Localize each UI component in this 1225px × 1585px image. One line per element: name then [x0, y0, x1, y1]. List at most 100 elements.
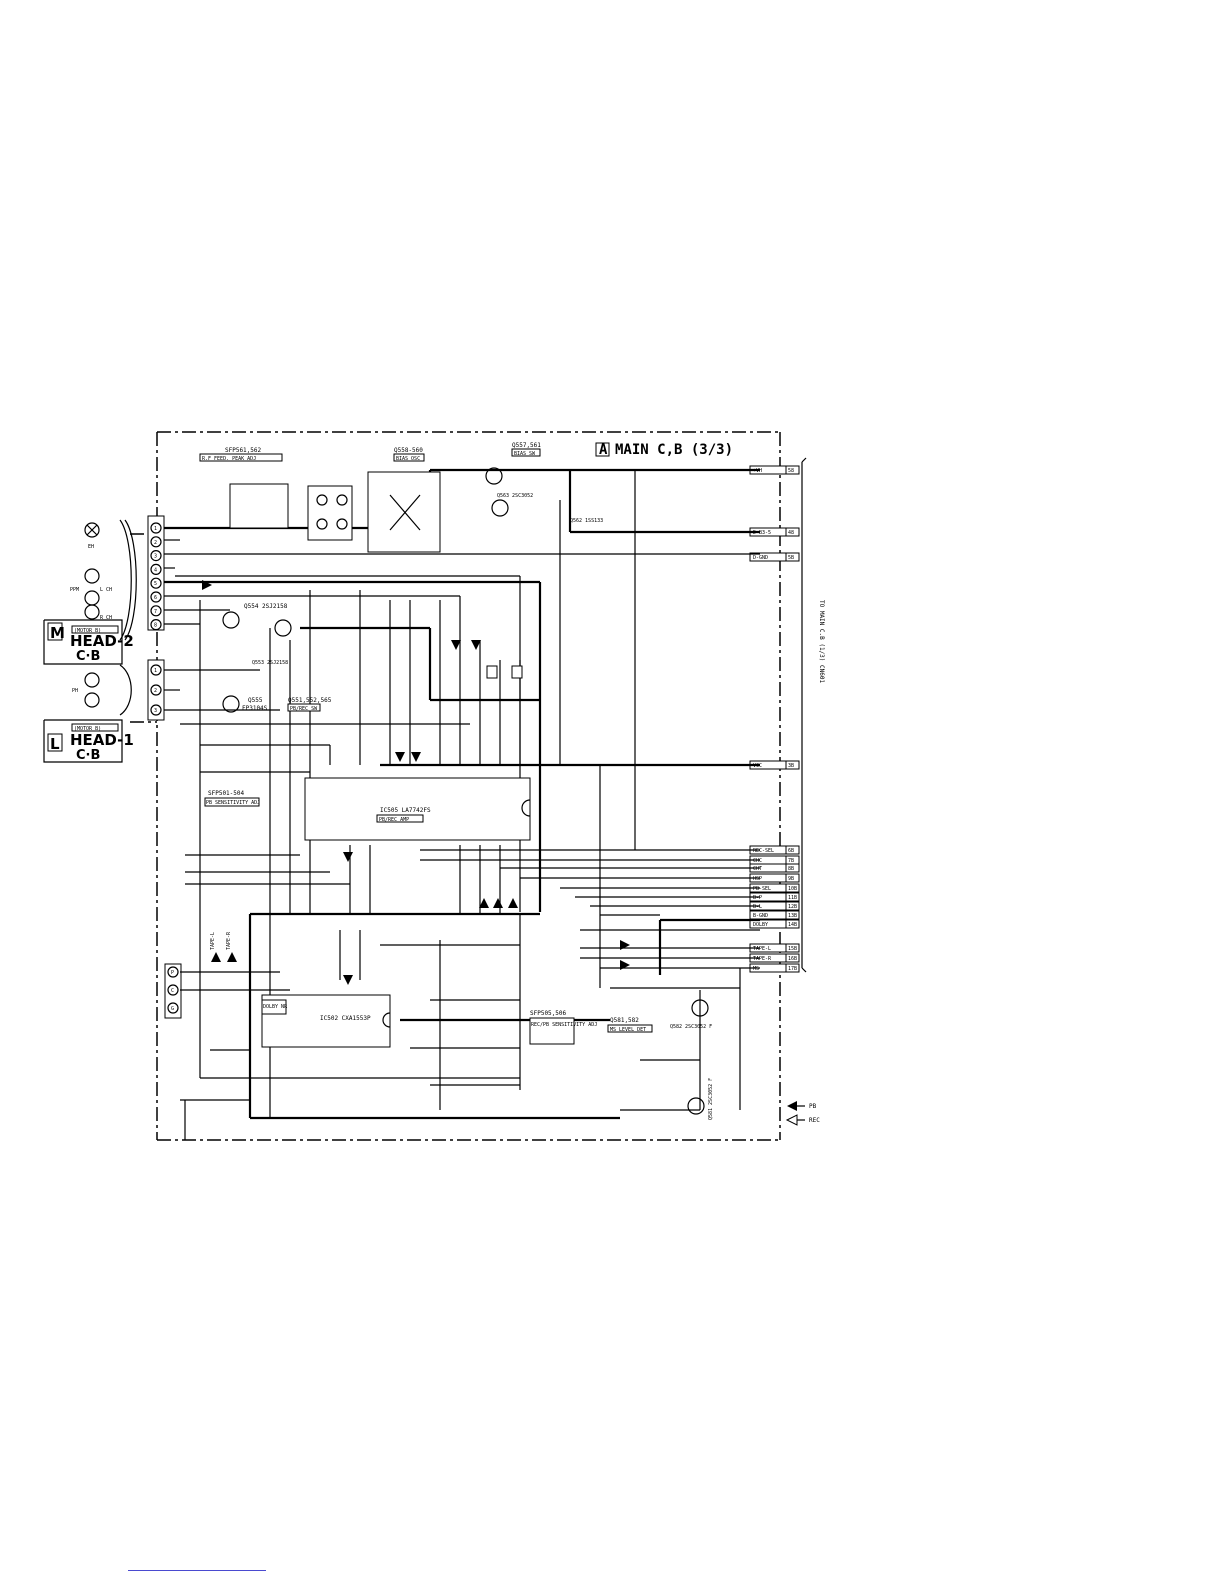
- port-label: TAPE-L: [753, 946, 771, 952]
- connector-pin-label: 7: [154, 609, 157, 615]
- connector-pin-label: 6: [154, 595, 157, 601]
- note-fp3104: FP3104S: [242, 705, 268, 712]
- head-1-sub: (MOTOR B): [74, 726, 101, 732]
- port-number-box: [785, 873, 800, 883]
- port-number: 11B: [788, 895, 797, 901]
- note-q581b: Q581 2SC3052 F: [708, 1078, 714, 1120]
- port-label: REC-SEL: [753, 848, 774, 854]
- connector-pin: [150, 684, 162, 696]
- note-q557: Q557,561: [512, 442, 541, 449]
- port-label: CHT: [753, 866, 762, 872]
- port-number: 7B: [788, 858, 794, 864]
- note-bias-sw: BIAS SW: [514, 451, 536, 457]
- port-number: 15B: [788, 946, 797, 952]
- port-label: B-L: [753, 904, 762, 910]
- port-number: 48: [788, 530, 794, 536]
- connector-pin: [150, 577, 162, 589]
- port-number: 17B: [788, 966, 797, 972]
- board-title: A MAIN C,B (3/3): [595, 442, 733, 458]
- ic505-func: PB/REC AMP: [379, 817, 409, 823]
- note-q582: Q582 2SC3052 F: [670, 1024, 712, 1030]
- connector-pin-label: 8: [154, 623, 157, 629]
- connector-bracket: TO MAIN C.B (1/3) CN601: [801, 457, 825, 973]
- connector-pin-label: 3: [154, 708, 157, 714]
- port-number: 5B: [788, 555, 794, 561]
- port-number: 16B: [788, 956, 797, 962]
- port-label: PB-SEL: [753, 886, 771, 892]
- transistors: [222, 467, 709, 1115]
- connector-pin-label: 5: [154, 581, 157, 587]
- port-label: D-B3-5: [753, 530, 771, 536]
- head-1-board: C·B: [76, 748, 100, 763]
- connector-pin: [150, 549, 162, 562]
- port-number-box: [785, 919, 800, 929]
- head-2-board: C·B: [76, 649, 100, 664]
- signal-arrows: [202, 580, 630, 985]
- port-number-box: [785, 883, 800, 893]
- head-1-letter: L: [50, 735, 60, 753]
- port-number: 14B: [788, 922, 797, 928]
- ic502-label: IC502 CXA1553P: [320, 1015, 371, 1022]
- port-number-box: [785, 527, 800, 537]
- connector-pin: [150, 664, 162, 676]
- head-coils: EH L CH R CH PPM PH: [70, 519, 137, 716]
- connector-pin: [150, 618, 162, 631]
- port-number: 6B: [788, 848, 794, 854]
- head-2-name: HEAD-2: [70, 632, 134, 650]
- note-pb-rec-sw: PB/REC SW: [290, 706, 318, 712]
- port-number-box: [785, 863, 800, 873]
- port-number: 12B: [788, 904, 797, 910]
- connector-pin: [167, 966, 179, 978]
- main-wiring: [164, 468, 760, 1120]
- connector-pin-label: 2: [154, 540, 157, 546]
- note-rf-feed: R.F FEED. PEAK ADJ: [202, 456, 256, 462]
- port-label: B-GND: [753, 913, 768, 919]
- port-label: CHC: [753, 858, 762, 864]
- connector-pin-label: C: [171, 988, 174, 994]
- side-label: TO MAIN C.B (1/3) CN601: [818, 600, 825, 683]
- connector-pin: [167, 984, 179, 996]
- board-letter: A: [599, 442, 608, 458]
- connector-pin: [150, 605, 162, 617]
- signal-wiring: [164, 470, 760, 1140]
- head-2-label: M (MOTOR B) HEAD-2 C·B: [43, 619, 134, 665]
- head-1-name: HEAD-1: [70, 731, 134, 749]
- connector-pin: [150, 563, 162, 576]
- port-number-box: [785, 845, 800, 855]
- port-label: DOLBY: [753, 922, 768, 928]
- note-ms-level: MS LEVEL DET: [610, 1027, 646, 1033]
- port-number-box: [785, 943, 800, 953]
- note-q551: Q551,552,565: [288, 697, 332, 704]
- connector-pin: [150, 591, 162, 603]
- port-label: B-P: [753, 895, 762, 901]
- head-2-letter: M: [50, 624, 65, 642]
- ic-502: IC502 CXA1553P DOLBY NR: [261, 994, 391, 1048]
- note-pb-sens: PB SENSITIVITY ADJ: [206, 800, 260, 806]
- ppm-label: PPM: [70, 587, 79, 593]
- port-number-box: [785, 465, 800, 475]
- eh-label: EH: [88, 544, 94, 550]
- l-ch-label: L CH: [100, 587, 112, 593]
- ic505-label: IC505 LA7742FS: [380, 807, 431, 814]
- note-rec-pb-sens: REC/PB SENSITIVITY ADJ: [531, 1022, 597, 1028]
- port-number: 58: [788, 468, 794, 474]
- note-q558: Q558-560: [394, 447, 423, 454]
- connector-pin-label: 4: [154, 567, 157, 573]
- port-number-box: [785, 953, 800, 963]
- connector-cn503: PCG: [164, 963, 182, 1019]
- port-label: TAPE-R: [753, 956, 772, 962]
- ic502-func: DOLBY NR: [263, 1004, 288, 1010]
- note-sfp561: SFP561,562: [225, 447, 262, 454]
- port-number-box: [785, 963, 800, 973]
- port-number: 13B: [788, 913, 797, 919]
- connector-pin-label: 1: [154, 668, 157, 674]
- connector-pin: [167, 1002, 179, 1014]
- port-label: MS: [753, 966, 759, 972]
- port-number-box: [785, 892, 800, 902]
- connector-pin-label: P: [171, 970, 174, 976]
- r-ch-label: R CH: [100, 615, 112, 621]
- port-number: 9B: [788, 876, 794, 882]
